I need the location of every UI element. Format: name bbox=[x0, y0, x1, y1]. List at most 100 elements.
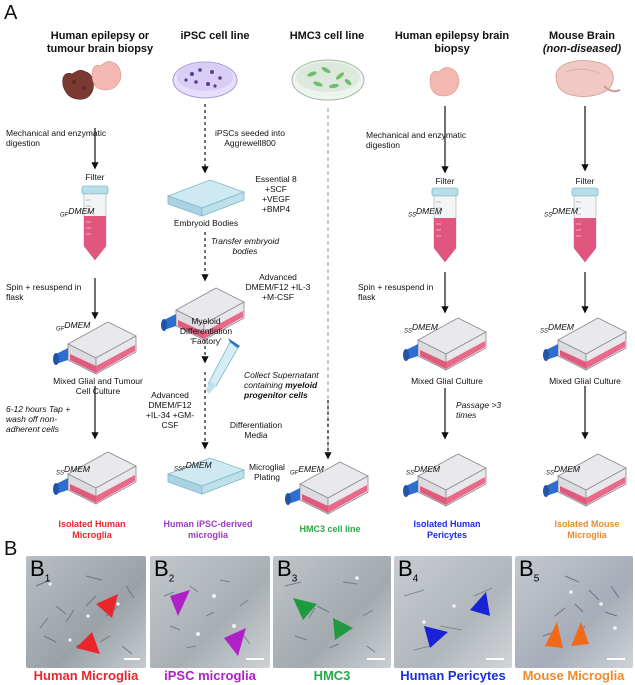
micrograph-human-microglia bbox=[26, 556, 146, 668]
medium-subscript: SS bbox=[546, 470, 555, 477]
column-title-hmc3: HMC3 cell line bbox=[289, 30, 365, 42]
panel-b-letter: B bbox=[4, 538, 18, 560]
medium-subscript: GF bbox=[290, 470, 299, 477]
col2-transfer-label: Transfer embryoid bodies bbox=[210, 236, 280, 256]
medium-subscript: SS bbox=[408, 212, 417, 219]
medium-subscript: GF bbox=[60, 212, 69, 219]
tag-subscript: 3 bbox=[291, 573, 298, 585]
micrograph-label-human-pericytes: Human Pericytes bbox=[400, 668, 506, 683]
column-title-human-epilepsy-tumour: Human epilepsy or tumour brain biopsy bbox=[46, 30, 154, 55]
falcon-tube-icon bbox=[431, 187, 459, 263]
scale-bar-icon bbox=[607, 658, 625, 660]
medium-name: DMEM bbox=[64, 464, 90, 474]
medium-subscript: SS bbox=[406, 470, 415, 477]
col4-passage-label: Passage >3 times bbox=[456, 400, 502, 420]
hmc3-petri-dish-icon bbox=[291, 59, 365, 101]
medium-subscript: SS bbox=[540, 328, 549, 335]
result-isolated-human-microglia: Isolated Human Microglia bbox=[58, 519, 126, 540]
arrowhead-icon bbox=[170, 590, 190, 616]
col2-diff-media-label: Differentiation Media bbox=[229, 420, 283, 440]
pipette-icon bbox=[206, 338, 240, 394]
medium-name: DMEM bbox=[552, 206, 578, 216]
mouse-brain-subtitle: (non-diseased) bbox=[542, 43, 622, 55]
micrograph-mouse-microglia bbox=[515, 556, 633, 668]
medium-name: DMEM bbox=[412, 322, 438, 332]
tag-subscript: 4 bbox=[412, 573, 419, 585]
micrograph-label-ipsc-microglia: iPSC microglia bbox=[164, 668, 256, 683]
biopsy-tissue-icon bbox=[429, 67, 460, 97]
col2-eb-label: Embryoid Bodies bbox=[173, 218, 239, 228]
micrograph-tag: B1 bbox=[30, 556, 50, 584]
tag-letter: B bbox=[277, 556, 292, 581]
result-human-ipsc-microglia: Human iPSC-derived microglia bbox=[163, 519, 253, 540]
micrograph-tag: B3 bbox=[277, 556, 297, 584]
micrograph-image bbox=[542, 575, 625, 660]
col1-filter-label: Filter bbox=[85, 172, 105, 182]
col4-spin-label: Spin + resuspend in flask bbox=[358, 282, 434, 302]
col5-medium2: SSDMEM bbox=[540, 322, 574, 335]
result-hmc3-cell-line: HMC3 cell line bbox=[299, 524, 361, 534]
micrograph-human-pericytes bbox=[394, 556, 512, 668]
micrograph-tag: B4 bbox=[398, 556, 418, 584]
micrograph-image bbox=[284, 576, 385, 660]
petri-dish-icon bbox=[172, 61, 238, 99]
col1-medium1: GFDMEM bbox=[60, 206, 94, 219]
medium-subscript: SS bbox=[544, 212, 553, 219]
medium-name: DMEM bbox=[548, 322, 574, 332]
micrograph-image bbox=[35, 575, 140, 660]
medium-subscript: SS bbox=[404, 328, 413, 335]
falcon-tube-icon bbox=[81, 185, 109, 261]
micrograph-hmc3 bbox=[273, 556, 391, 668]
medium-name: DMEM bbox=[414, 464, 440, 474]
scale-bar-icon bbox=[124, 658, 140, 660]
col2-media1-label: Essential 8 +SCF +VEGF +BMP4 bbox=[255, 174, 297, 214]
col4-digestion-label: Mechanical and enzymatic digestion bbox=[366, 130, 467, 150]
tag-subscript: 1 bbox=[44, 573, 51, 585]
column-title-mouse-brain: Mouse Brain (non-diseased) bbox=[532, 30, 632, 56]
micrograph-image bbox=[403, 587, 504, 660]
col2-factory-label: Myeloid Differentiation 'Factory' bbox=[179, 316, 233, 346]
col2-collect-label: Collect Supernatant containing myeloid p… bbox=[244, 370, 326, 400]
arrowhead-icon bbox=[424, 626, 448, 648]
medium-name: DMEM bbox=[185, 460, 212, 470]
micrograph-label-mouse-microglia: Mouse Microglia bbox=[522, 668, 625, 683]
medium-name: EMEM bbox=[298, 464, 324, 474]
col5-medium1: SSDMEM bbox=[544, 206, 578, 219]
col2-plating-label: Microglial Plating bbox=[249, 462, 285, 482]
medium-subscript: SS bbox=[56, 470, 65, 477]
arrowhead-icon bbox=[293, 598, 317, 620]
culture-flask-icon bbox=[52, 451, 137, 505]
col5-culture-label: Mixed Glial Culture bbox=[549, 376, 621, 386]
arrowhead-icon bbox=[571, 622, 589, 646]
tag-letter: B bbox=[398, 556, 413, 581]
arrowhead-icon bbox=[545, 622, 563, 648]
micrograph-ipsc-microglia bbox=[150, 556, 270, 668]
panel-a-letter: A bbox=[4, 2, 18, 24]
col2-medium4: SSFDMEM bbox=[174, 460, 212, 473]
arrowhead-icon bbox=[224, 628, 246, 656]
column-title-ipsc: iPSC cell line bbox=[180, 30, 250, 42]
col1-medium3: SSDMEM bbox=[56, 464, 90, 477]
col2-media2-label: Advanced DMEM/F12 +IL-3 +M-CSF bbox=[245, 272, 311, 302]
falcon-tube-icon bbox=[571, 187, 599, 263]
col1-medium2: GFDMEM bbox=[56, 320, 90, 333]
culture-flask-icon bbox=[542, 453, 627, 507]
scale-bar-icon bbox=[486, 658, 504, 660]
col1-spin-label: Spin + resuspend in flask bbox=[6, 282, 82, 302]
col4-medium1: SSDMEM bbox=[408, 206, 442, 219]
tissue-icon bbox=[62, 61, 122, 100]
collect-text: Collect Supernatant containing bbox=[244, 370, 319, 390]
medium-name: DMEM bbox=[64, 320, 91, 330]
tag-letter: B bbox=[30, 556, 45, 581]
micrograph-label-human-microglia: Human Microglia bbox=[33, 668, 139, 683]
col5-filter-label: Filter bbox=[575, 176, 595, 186]
arrowhead-icon bbox=[96, 594, 118, 618]
medium-subscript: GF bbox=[56, 326, 65, 333]
workflow-diagram bbox=[52, 59, 627, 515]
arrowhead-icon bbox=[76, 632, 100, 654]
col3-medium: GFEMEM bbox=[290, 464, 324, 477]
result-isolated-human-pericytes: Isolated Human Pericytes bbox=[413, 519, 481, 540]
mouse-brain-title: Mouse Brain bbox=[548, 30, 615, 42]
micrograph-tag: B5 bbox=[519, 556, 539, 584]
col5-medium3: SSDMEM bbox=[546, 464, 580, 477]
